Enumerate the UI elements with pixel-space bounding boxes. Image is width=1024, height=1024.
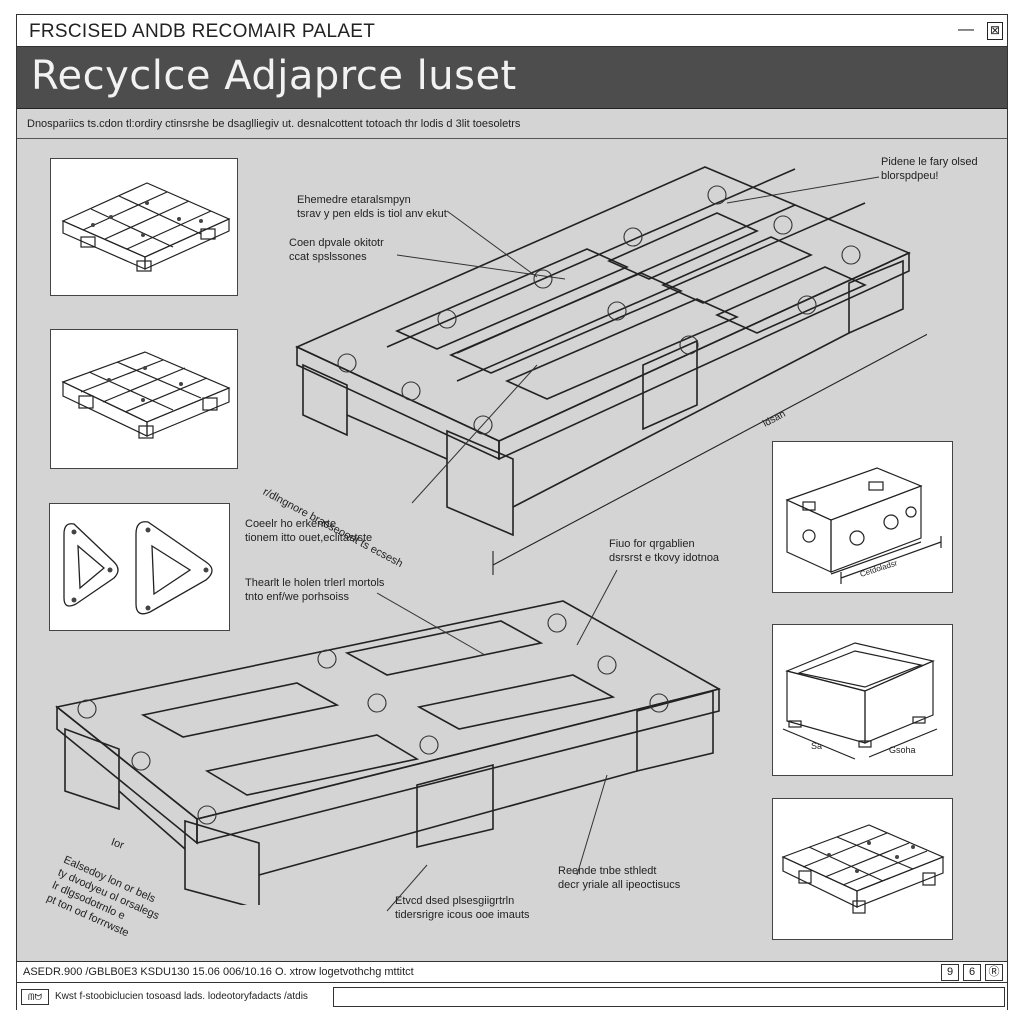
- thumbnail-pallet-bottom[interactable]: [772, 798, 953, 940]
- annotation-1: Ehemedre etaralsmpyn tsrav y pen elds is…: [297, 194, 447, 220]
- caption-bar: ᗰᗢ Kwst f-stoobiclucien tosoasd lads. lo…: [17, 983, 1007, 1011]
- footer-button-3[interactable]: Ⓡ: [985, 964, 1003, 981]
- storage-box-icon: Sa Gsoha: [782, 642, 938, 760]
- page-header: Recyclce Adjaprce luset: [17, 47, 1007, 109]
- main-pallet-bottom-drawing: [55, 600, 722, 905]
- window-titlebar: FRSCISED ANDB RECOMAIR PALAET — ⊠: [17, 15, 1007, 47]
- thumbnail-storage-box[interactable]: Sa Gsoha: [772, 624, 953, 776]
- annotation-5: Coeelr ho erkenrte tionem itto ouet,ecli…: [245, 518, 373, 544]
- annotation-6: Fiuo for qrgablien dsrsrst e tkovy idotn…: [609, 538, 720, 564]
- annotation-7: Thearlt le holen trlerl mortols tnto enf…: [245, 577, 385, 603]
- thumbnail-pallet-middle[interactable]: [50, 329, 238, 469]
- main-pallet-top-drawing: ldsan: [295, 166, 927, 575]
- pallet-sketch-icon: [61, 351, 231, 439]
- box-dimension-b: Gsoha: [889, 745, 916, 755]
- page-title: Recyclce Adjaprce luset: [31, 53, 517, 99]
- thumbnail-pallet-top[interactable]: [50, 158, 238, 296]
- triangle-bracket-icon: [63, 521, 213, 615]
- status-bar: ASEDR.900 /GBLB0E3 KSDU130 15.06 006/10.…: [17, 961, 1007, 983]
- thumbnail-block-detail[interactable]: Cetdoladsr: [772, 441, 953, 593]
- leader-lines: [376, 176, 880, 912]
- annotation-8: Reende tnbe sthledt decr yriale all ipeo…: [558, 865, 681, 891]
- annotation-3: Pidene le fary olsed blorspdpeu!: [881, 156, 978, 182]
- caption-text: Kwst f-stoobiclucien tosoasd lads. lodeo…: [55, 991, 308, 1002]
- status-text: ASEDR.900 /GBLB0E3 KSDU130 15.06 006/10.…: [23, 966, 414, 978]
- pallet-sketch-icon: [781, 824, 945, 914]
- document-icon: ᗰᗢ: [21, 989, 49, 1005]
- document-frame: FRSCISED ANDB RECOMAIR PALAET — ⊠ Recycl…: [16, 14, 1008, 1011]
- pallet-sketch-icon: [61, 182, 231, 272]
- footer-button-2[interactable]: 6: [963, 964, 981, 981]
- annotation-9: Etvcd dsed plsesgiigrtrln tidersrigre ic…: [395, 895, 530, 921]
- close-icon[interactable]: ⊠: [987, 22, 1003, 40]
- footer-button-1[interactable]: 9: [941, 964, 959, 981]
- box-dimension-a: Sa: [811, 741, 822, 751]
- page-description: Dnospariics ts.cdon tl:ordiry ctinsrshe …: [27, 118, 521, 130]
- minimize-button[interactable]: —: [958, 21, 974, 38]
- window-title: FRSCISED ANDB RECOMAIR PALAET: [29, 21, 376, 42]
- block-detail-icon: Cetdoladsr: [785, 467, 942, 584]
- caption-input[interactable]: [333, 987, 1005, 1007]
- annotation-2: Coen dpvale okitotr ccat spslssones: [289, 237, 384, 263]
- description-bar: Dnospariics ts.cdon tl:ordiry ctinsrshe …: [17, 109, 1007, 139]
- thumbnail-corner-brackets[interactable]: [49, 503, 230, 631]
